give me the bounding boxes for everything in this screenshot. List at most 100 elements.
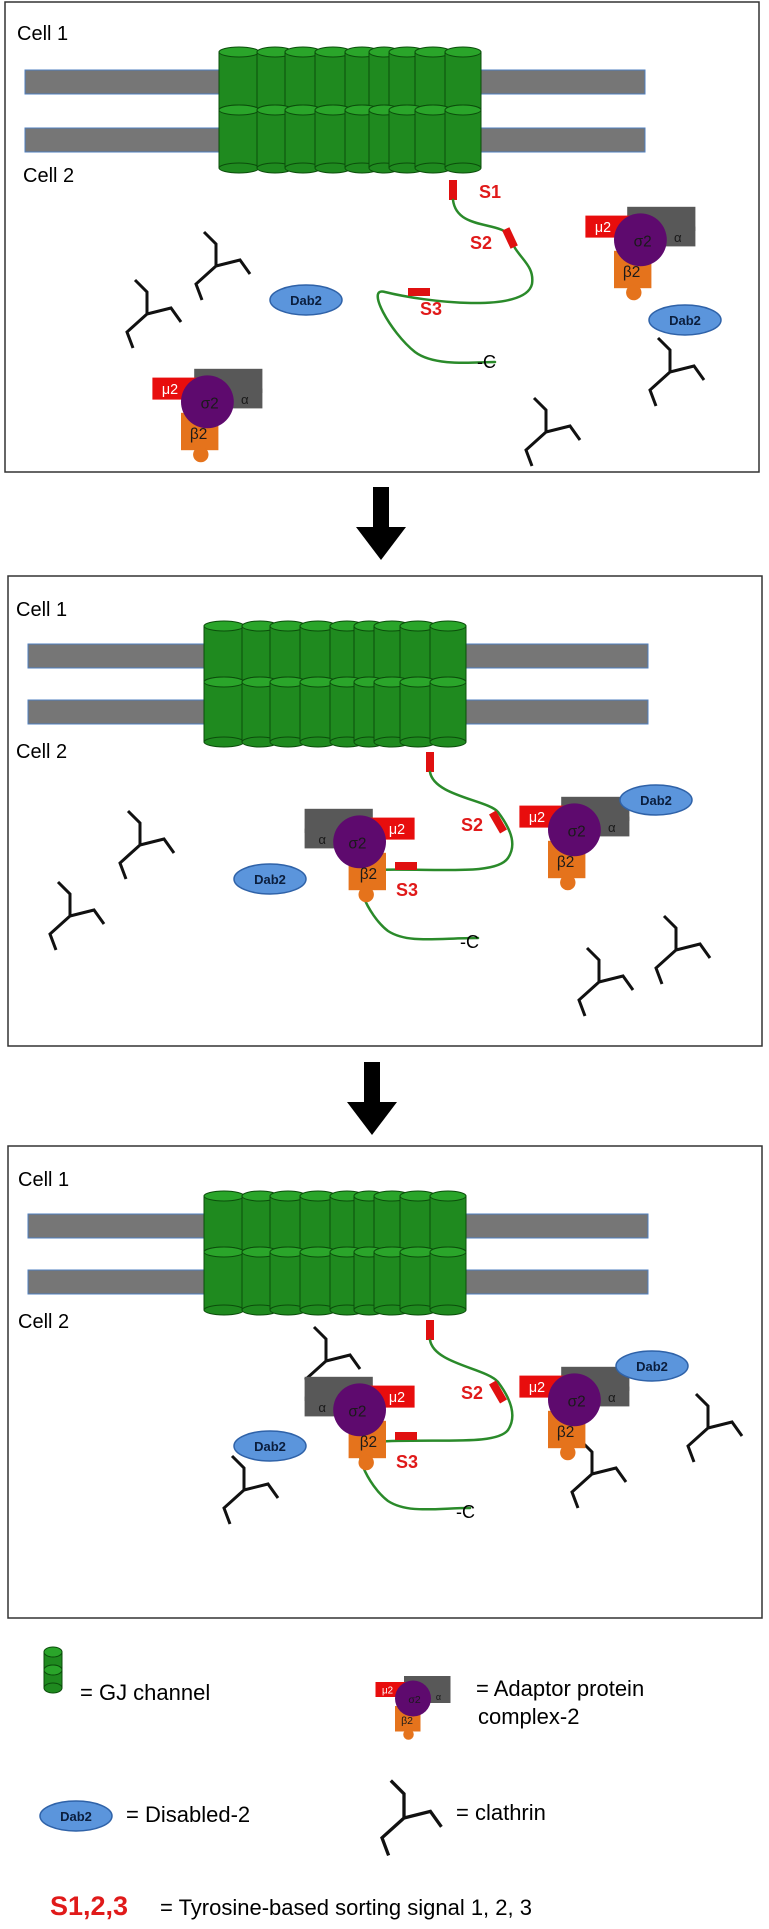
clathrin-legend-icon [380,1779,443,1856]
adaptor-label: α [318,832,326,847]
adaptor-label: σ2 [201,395,219,412]
clathrin-arms [686,1392,744,1463]
alpha-ear [658,226,696,247]
clathrin-arms [524,396,582,467]
clathrin-icon [577,946,635,1017]
channel-top [444,104,482,116]
alpha-ear [304,828,342,849]
channel-top [203,676,245,688]
adaptor-label: β2 [360,1434,377,1451]
channel-top [43,1664,63,1676]
adaptor-label: σ2 [568,1393,586,1410]
legend-clathrin-text: = clathrin [456,1800,546,1825]
channel-body [444,109,482,169]
adaptor-label: σ2 [634,233,652,250]
adaptor-label: μ2 [382,1685,393,1696]
adaptor-label: μ2 [162,382,178,398]
c-terminus-label: -C [460,932,479,952]
cell2-label: Cell 2 [23,165,74,187]
adaptor-label: σ2 [348,835,366,852]
legend-gj-text: = GJ channel [80,1680,210,1705]
dab2-label: Dab2 [640,793,672,808]
dab2-icon: Dab2 [648,304,722,336]
beta2-ear [358,886,374,903]
sorting-signal-s1 [426,752,434,772]
channel-body [429,1195,467,1253]
clathrin-arms [380,1779,443,1856]
beta2-ear [560,874,576,891]
adaptor-label: α [608,820,616,835]
dab2-shape [233,1430,307,1462]
clathrin-icon [125,278,183,349]
channel-body [218,109,260,169]
s3-label: S3 [396,1452,418,1472]
dab2-legend-icon: Dab2 [39,1800,113,1832]
sorting-signal-s2 [489,1380,507,1404]
adaptor-label: μ2 [389,822,405,838]
channel-top [429,1190,467,1202]
sorting-signal-s3 [395,862,417,870]
channel-top [43,1646,63,1658]
s3-label: S3 [396,880,418,900]
channel-bottom [203,736,245,748]
s1-label: S1 [479,182,501,202]
adaptor-label: β2 [557,1424,574,1441]
s2-label: S2 [461,815,483,835]
sorting-signal-s1 [449,180,457,200]
adaptor-label: μ2 [389,1390,405,1406]
dab2-label: Dab2 [254,1439,286,1454]
channel-bottom [218,162,260,174]
clathrin-arms [577,946,635,1017]
adaptor-label: α [241,392,249,407]
cell1-label: Cell 1 [17,23,68,45]
alpha-ear [225,388,263,409]
adaptor-label: α [608,1390,616,1405]
dab2-icon: Dab2 [615,1350,689,1382]
channel-body [429,625,467,683]
adaptor-label: α [436,1692,441,1702]
clathrin-icon [118,809,176,880]
dab2-shape [39,1800,113,1832]
adaptor-label: σ2 [408,1694,420,1706]
channel-top [444,46,482,58]
arrow-shaft [364,1062,380,1102]
channel-top [429,676,467,688]
dab2-icon: Dab2 [233,863,307,895]
c-terminus-label: -C [456,1502,475,1522]
legend-dab2-text: = Disabled-2 [126,1802,250,1827]
beta2-ear [193,446,209,463]
legend-adaptor-text-1: = Adaptor protein [476,1676,644,1701]
legend-signals-text: = Tyrosine-based sorting signal 1, 2, 3 [160,1895,532,1920]
gj-channel-icon [43,1646,63,1694]
channel-bottom [43,1682,63,1694]
sorting-signal-s3 [408,288,430,296]
channel-body [203,1195,245,1253]
clathrin-arms [194,230,252,301]
adaptor-label: β2 [557,854,574,871]
adaptor-label: β2 [190,426,207,443]
clathrin-arms [118,809,176,880]
clathrin-icon [524,396,582,467]
dab2-shape [233,863,307,895]
channel-bottom [429,1304,467,1316]
clathrin-icon [48,880,106,951]
sorting-signal-s2 [489,810,507,834]
cell2-label: Cell 2 [16,741,67,763]
sigma2-subunit [548,803,601,857]
cell2-label: Cell 2 [18,1311,69,1333]
legend-adaptor-text-2: complex-2 [478,1704,579,1729]
beta2-ear [560,1444,576,1461]
c-terminal-tail [358,770,514,941]
channel-top [218,46,260,58]
channel-top [429,620,467,632]
beta2-ear [403,1729,414,1740]
adaptor-label: σ2 [348,1403,366,1420]
adaptor-label: β2 [623,264,640,281]
adaptor-label: μ2 [529,810,545,826]
channel-top [203,1246,245,1258]
clathrin-icon [222,1454,280,1525]
